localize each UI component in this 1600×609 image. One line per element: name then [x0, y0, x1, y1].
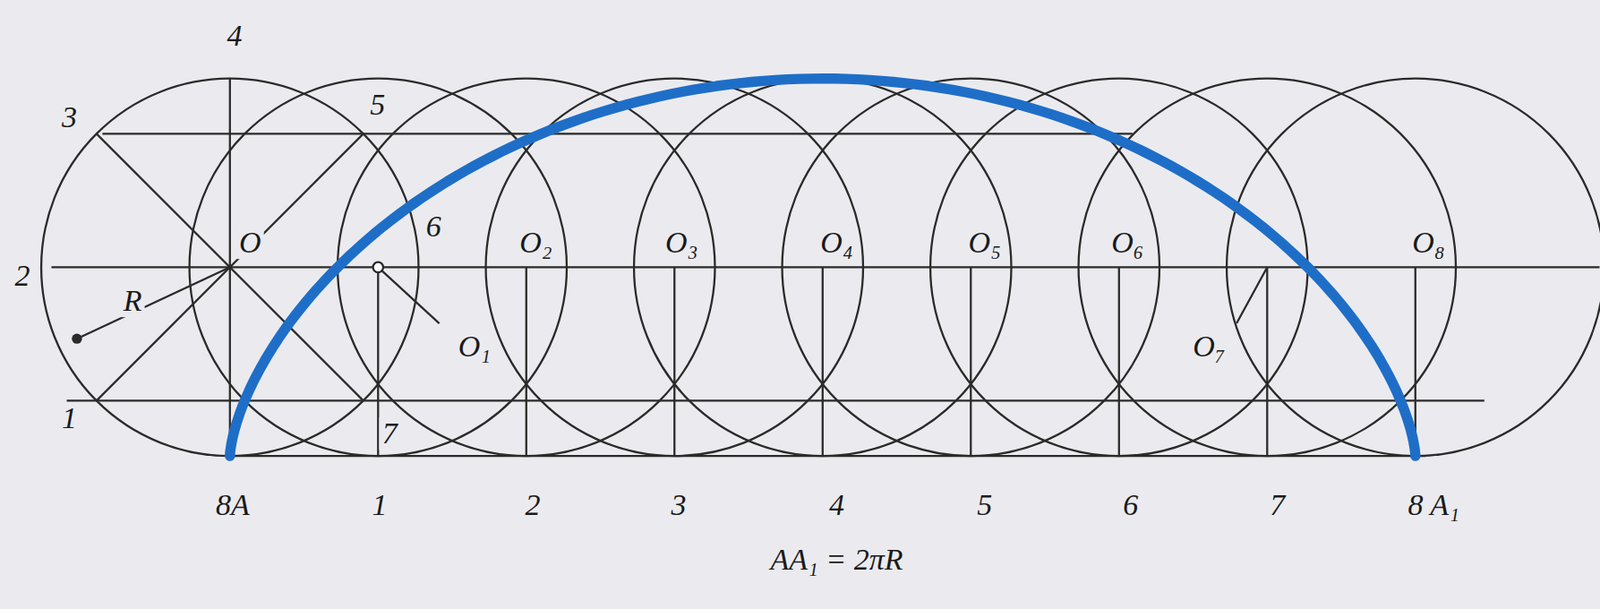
point-label: O₈: [1409, 226, 1447, 259]
division-line: [673, 266, 676, 456]
point-label: 2: [521, 488, 543, 522]
point-label: 1: [368, 488, 390, 522]
point-label: 5: [974, 488, 995, 522]
point-label: 7: [1266, 488, 1288, 522]
point-label: O₄: [817, 226, 856, 259]
point-label: O₆: [1108, 226, 1147, 259]
point-label: 4: [224, 19, 246, 52]
level-line: [67, 399, 1485, 402]
radius-line: [77, 266, 231, 339]
point-label: 6: [1120, 488, 1141, 522]
point-label: 7: [379, 418, 401, 451]
division-line: [1118, 266, 1121, 456]
point-label: 4: [826, 488, 848, 522]
point-label: O₂: [516, 226, 555, 259]
division-line: [821, 266, 824, 456]
point-label: R: [120, 284, 146, 317]
leader-line: [377, 266, 439, 324]
dimension-note: AA₁ = 2πR: [767, 543, 906, 576]
radius-dot: [71, 333, 82, 343]
leader-line: [1236, 266, 1267, 324]
point-label: O: [236, 226, 265, 259]
point-label: 2: [12, 259, 34, 292]
point-label: 6: [423, 210, 445, 243]
base-line: [230, 454, 1426, 457]
point-label: O₇: [1189, 331, 1228, 364]
point-label: O₃: [662, 226, 701, 259]
cycloid-curve: [230, 78, 1416, 456]
center-point: [373, 262, 384, 273]
point-label: 8A: [213, 488, 253, 522]
point-label: O₅: [966, 226, 1004, 259]
point-label: 3: [59, 101, 80, 134]
point-label: 8 A₁: [1404, 488, 1462, 522]
division-line: [1266, 266, 1268, 456]
point-label: 3: [667, 488, 689, 522]
center-line: [51, 265, 1600, 268]
division-line: [525, 266, 528, 456]
division-line: [969, 266, 972, 456]
point-label: 1: [59, 402, 80, 435]
level-line: [102, 132, 1132, 135]
point-label: O₁: [455, 331, 494, 364]
point-label: 5: [367, 89, 388, 122]
